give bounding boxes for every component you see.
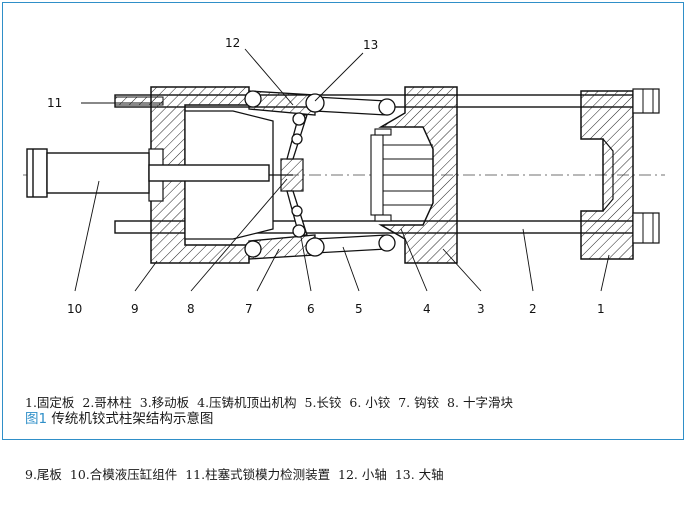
callout-10: 10 <box>67 302 82 316</box>
figure-frame: 11 12 13 10 9 8 7 6 5 4 3 2 1 1.固定板 2.哥林… <box>2 2 684 482</box>
fixed-platen <box>580 88 660 260</box>
ejector-mechanism <box>370 128 433 222</box>
callout-9: 9 <box>131 302 139 316</box>
mechanism-drawing: 11 12 13 10 9 8 7 6 5 4 3 2 1 <box>23 36 665 316</box>
callout-12: 12 <box>225 36 240 50</box>
leader-lines <box>74 48 610 292</box>
callout-4: 4 <box>423 302 431 316</box>
callout-11: 11 <box>47 96 62 110</box>
crosshead <box>280 158 304 192</box>
parts-legend: 1.固定板 2.哥林柱 3.移动板 4.压铸机顶出机构 5.长铰 6. 小铰 7… <box>25 343 513 511</box>
pins <box>244 90 396 258</box>
hydraulic-cylinder <box>26 148 270 198</box>
callout-1: 1 <box>597 302 605 316</box>
legend-line-2: 9.尾板 10.合模液压缸组件 11.柱塞式锁模力检测装置 12. 小轴 13.… <box>25 467 444 482</box>
callout-7: 7 <box>245 302 253 316</box>
moving-platen <box>378 86 458 264</box>
figure-title: 传统机铰式柱架结构示意图 <box>47 411 214 427</box>
callout-3: 3 <box>477 302 485 316</box>
callout-2: 2 <box>529 302 537 316</box>
figure-label: 图1 <box>25 411 48 427</box>
callout-5: 5 <box>355 302 363 316</box>
callout-6: 6 <box>307 302 315 316</box>
legend-line-1: 1.固定板 2.哥林柱 3.移动板 4.压铸机顶出机构 5.长铰 6. 小铰 7… <box>25 395 513 410</box>
callout-13: 13 <box>363 38 378 52</box>
callout-8: 8 <box>187 302 195 316</box>
figure-caption: 图1 传统机铰式柱架结构示意图 <box>25 407 213 427</box>
